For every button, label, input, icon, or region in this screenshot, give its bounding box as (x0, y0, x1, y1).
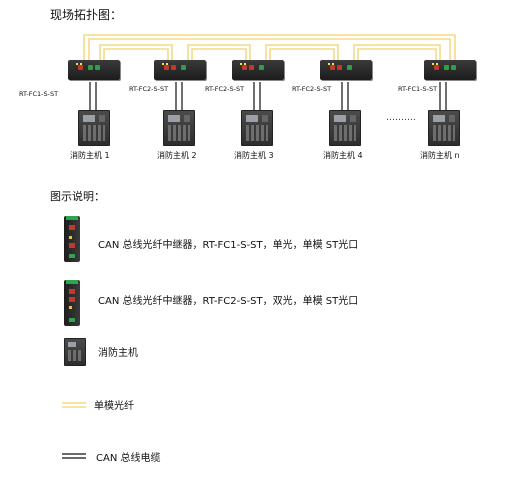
legend-item-text: 单模光纤 (94, 401, 134, 412)
repeater-single-icon (64, 216, 80, 262)
device-label: RT-FC2-S-ST (205, 85, 245, 93)
legend-item-text: CAN 总线电缆 (96, 453, 161, 464)
legend-item-text: CAN 总线光纤中继器，RT-FC2-S-ST，双光，单模 ST光口 (98, 296, 359, 307)
can-cables (89, 82, 447, 112)
host-label: 消防主机 4 (323, 151, 363, 160)
fiber-link (83, 34, 456, 62)
fiber-link (357, 48, 437, 62)
fire-control-host (428, 110, 460, 146)
device-label: RT-FC1-S-ST (19, 90, 59, 98)
device-label: RT-FC2-S-ST (292, 85, 332, 93)
host-label: 消防主机 1 (70, 151, 110, 160)
fiber-link (269, 48, 335, 62)
repeater-device (154, 60, 206, 80)
fire-control-host-icon (64, 338, 86, 366)
fiber-link (187, 44, 251, 62)
device-label: RT-FC1-S-ST (398, 85, 438, 93)
fiber-link (265, 44, 339, 62)
repeater-device (68, 60, 120, 80)
fiber-link (99, 44, 173, 62)
host-label: 消防主机 3 (234, 151, 274, 160)
fire-control-host (163, 110, 195, 146)
fiber-links (83, 34, 456, 62)
repeater-device (320, 60, 372, 80)
repeater-device (232, 60, 284, 80)
device-label: RT-FC2-S-ST (129, 85, 169, 93)
legend-item-text: CAN 总线光纤中继器，RT-FC1-S-ST，单光，单模 ST光口 (98, 240, 359, 251)
diagram-title: 现场拓扑图： (50, 8, 123, 22)
fiber-link (88, 38, 451, 62)
fiber-link (103, 48, 169, 62)
ellipsis: ………. (386, 113, 416, 123)
repeater-dual-icon (64, 280, 80, 326)
fiber-link (353, 44, 441, 62)
host-label: 消防主机 2 (157, 151, 197, 160)
fire-control-host (329, 110, 361, 146)
repeater-device (424, 60, 476, 80)
legend-title: 图示说明： (50, 190, 105, 203)
fiber-link (191, 48, 247, 62)
legend-item-text: 消防主机 (98, 348, 138, 359)
legend-line-samples (62, 402, 86, 459)
host-label: 消防主机 n (420, 151, 460, 160)
fire-control-host (241, 110, 273, 146)
fire-control-host (78, 110, 110, 146)
